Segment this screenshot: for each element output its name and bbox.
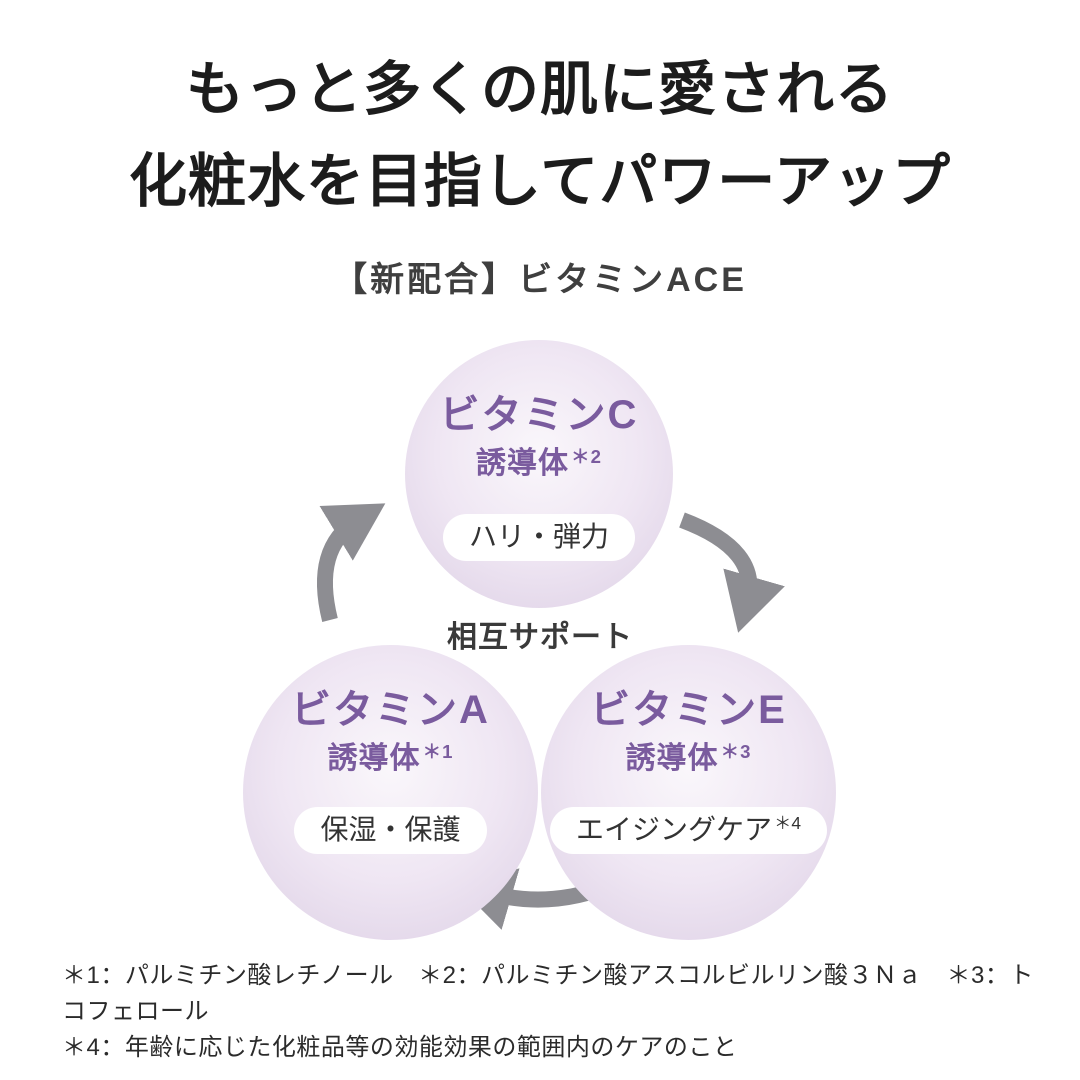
derivative-label: 誘導体: [625, 742, 719, 775]
derivative-footnote-ref: ＊1: [422, 740, 454, 762]
derivative-footnote-ref: ＊2: [571, 445, 602, 467]
derivative-footnote-ref: ＊3: [720, 740, 752, 762]
benefit-label: 保湿・保護: [320, 814, 461, 845]
vitamin-a-benefit-pill: 保湿・保護: [294, 807, 487, 854]
vitamin-c-derivative: 誘導体＊2: [476, 446, 602, 482]
title-line-2: 化粧水を目指してパワーアップ: [129, 148, 951, 214]
vitamin-a-circle: ビタミンA 誘導体＊1 保湿・保護: [243, 645, 538, 940]
derivative-label: 誘導体: [327, 742, 421, 775]
vitamin-a-name: ビタミンA: [291, 688, 490, 732]
page-title: もっと多くの肌に愛される 化粧水を目指してパワーアップ: [0, 44, 1080, 227]
arrow-a-to-c-icon: [316, 503, 386, 622]
subtitle-new-formula: 【新配合】ビタミンACE: [333, 261, 747, 299]
vitamin-e-benefit-pill: エイジングケア＊4: [549, 807, 828, 854]
benefit-label: エイジングケア: [575, 814, 772, 845]
derivative-label: 誘導体: [476, 447, 570, 480]
vitamin-a-derivative: 誘導体＊1: [328, 741, 454, 777]
vitamin-e-circle: ビタミンE 誘導体＊3 エイジングケア＊4: [541, 645, 836, 940]
mutual-support-label: 相互サポート: [447, 621, 633, 654]
vitamin-c-circle: ビタミンC 誘導体＊2 ハリ・弾力: [405, 340, 673, 608]
title-line-1: もっと多くの肌に愛される: [185, 57, 894, 122]
vitamin-c-name: ビタミンC: [439, 393, 639, 437]
arrow-c-to-e-icon: [679, 512, 785, 633]
benefit-footnote-ref: ＊4: [774, 813, 802, 834]
vitamin-e-name: ビタミンE: [590, 688, 787, 732]
vitamin-e-derivative: 誘導体＊3: [626, 741, 752, 777]
vitamin-c-benefit-pill: ハリ・弾力: [442, 514, 635, 561]
footnote-line-1: ＊1：パルミチン酸レチノール ＊2：パルミチン酸アスコルビルリン酸３Ｎａ ＊3：…: [62, 962, 1034, 1025]
footnote-line-2: ＊4：年齢に応じた化粧品等の効能効果の範囲内のケアのこと: [62, 1034, 738, 1061]
footnotes: ＊1：パルミチン酸レチノール ＊2：パルミチン酸アスコルビルリン酸３Ｎａ ＊3：…: [62, 958, 1040, 1066]
benefit-label: ハリ・弾力: [468, 521, 609, 552]
